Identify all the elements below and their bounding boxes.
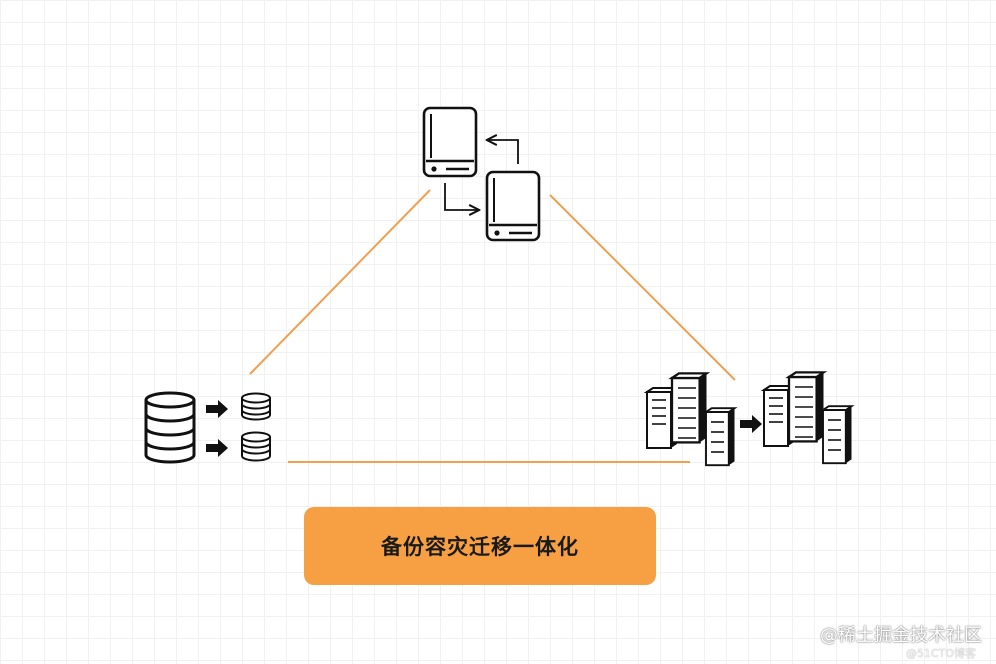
arrow-right-icon (740, 415, 762, 433)
banner-title: 备份容灾迁移一体化 (381, 535, 579, 559)
arrow-up-back-icon (488, 140, 519, 164)
connector-lines (249, 189, 736, 463)
buildings-target-icon (763, 371, 853, 465)
database-large-icon (144, 391, 196, 464)
title-banner: 备份容灾迁移一体化 (304, 507, 656, 585)
database-small-icon (241, 392, 271, 421)
database-icon (144, 391, 271, 464)
connector-top-left (249, 189, 431, 375)
arrow-down-forward-icon (444, 183, 478, 210)
buildings-icon (646, 371, 853, 467)
buildings-source-icon (646, 372, 736, 467)
watermark-sub: @51CTO博客 (905, 647, 976, 660)
hard-drive-icon (422, 106, 541, 242)
arrow-right-icon (206, 439, 228, 457)
arrow-right-icon (206, 400, 228, 418)
connector-top-right (549, 194, 736, 381)
watermark-main: @稀土掘金技术社区 (820, 625, 982, 646)
database-small-icon (241, 431, 271, 462)
